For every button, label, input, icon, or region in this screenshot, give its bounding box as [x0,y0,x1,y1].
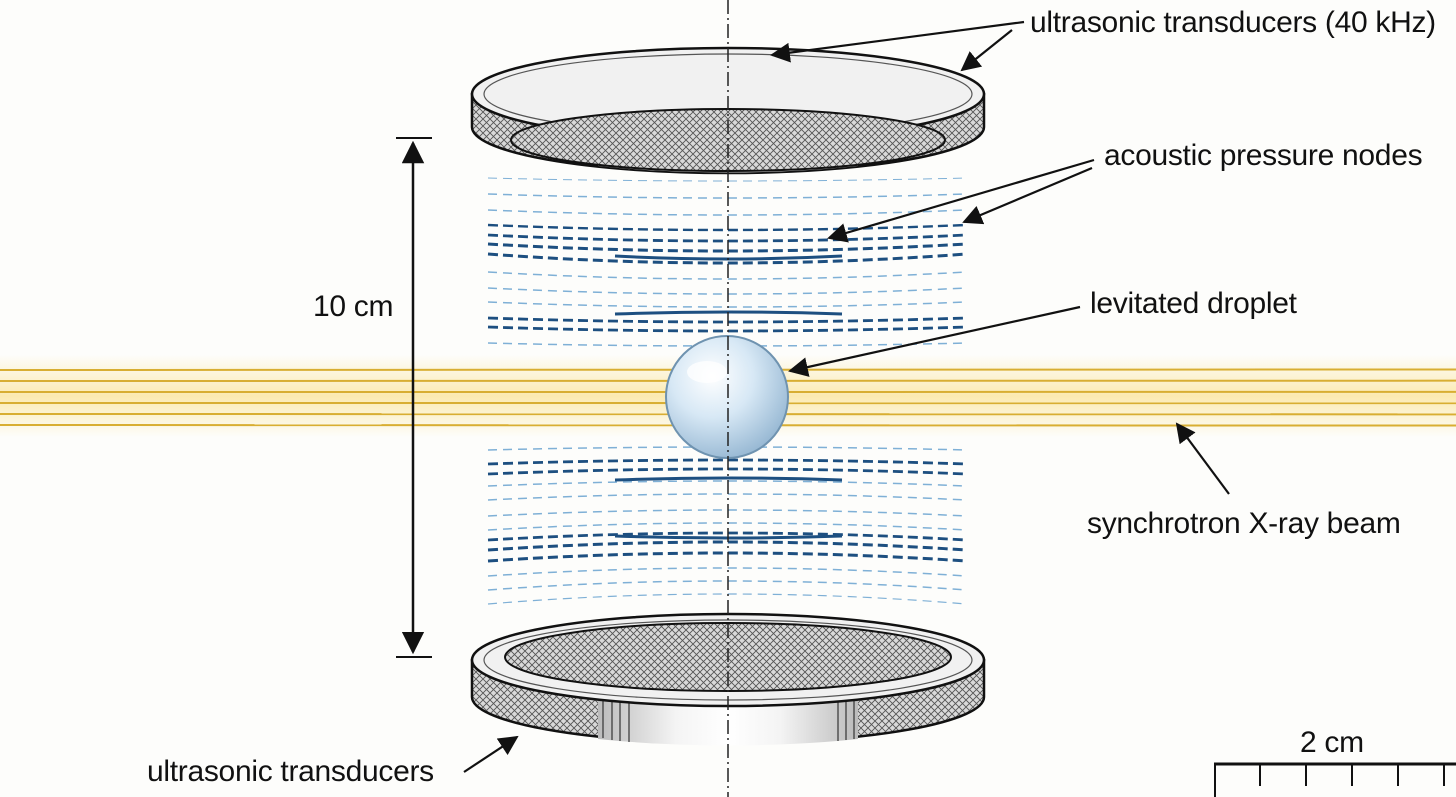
pressure-node-line [487,540,967,552]
scale-bar [1214,762,1456,797]
arrow-bottom-transducer [463,735,519,773]
pressure-node-line [487,480,967,487]
arrow-pressure-node-a [827,158,1095,243]
arrow-top-transducer-a [770,20,1025,63]
pressure-node-line [487,522,967,531]
pressure-node-line [487,567,967,577]
pressure-node-line [487,531,967,542]
arrow-pressure-node-b [962,166,1093,225]
pressure-node-line [487,233,967,243]
pressure-node-line [487,177,967,182]
height-dimension-label: 10 cm [313,290,394,323]
pressure-node-line [487,209,967,216]
scale-bar-label: 2 cm [1300,726,1364,759]
pressure-node-line [487,593,967,605]
pressure-node-line [487,287,967,295]
pressure-nodes-label: acoustic pressure nodes [1104,139,1423,172]
pressure-node-line [487,193,967,199]
droplet-label: levitated droplet [1090,287,1297,320]
pressure-node-line [487,316,967,324]
pressure-node-center [614,476,843,482]
callout-arrows [463,20,1230,773]
pressure-node-line [487,325,967,333]
beam-label: synchrotron X-ray beam [1087,507,1401,540]
pressure-node-line [487,271,967,280]
pressure-node-lines [487,177,967,605]
pressure-node-line [487,493,967,501]
pressure-node-line [487,342,967,347]
pressure-node-line [487,242,967,253]
arrow-top-transducer-b [960,29,1013,72]
levitated-droplet [665,335,789,459]
pressure-node-line [487,467,967,476]
height-dimension [396,137,432,658]
pressure-node-line [487,580,967,591]
pressure-node-line [487,252,967,265]
pressure-node-line [487,446,967,451]
pressure-node-line [487,509,967,517]
arrow-droplet [788,305,1081,377]
bottom-transducers-label: ultrasonic transducers [147,755,434,788]
pressure-node-line [487,551,967,563]
pressure-node-line [487,301,967,308]
arrow-beam [1175,422,1230,495]
pressure-node-line [487,458,967,466]
top-transducers-label: ultrasonic transducers (40 kHz) [1030,6,1436,39]
pressure-node-line [487,223,967,232]
